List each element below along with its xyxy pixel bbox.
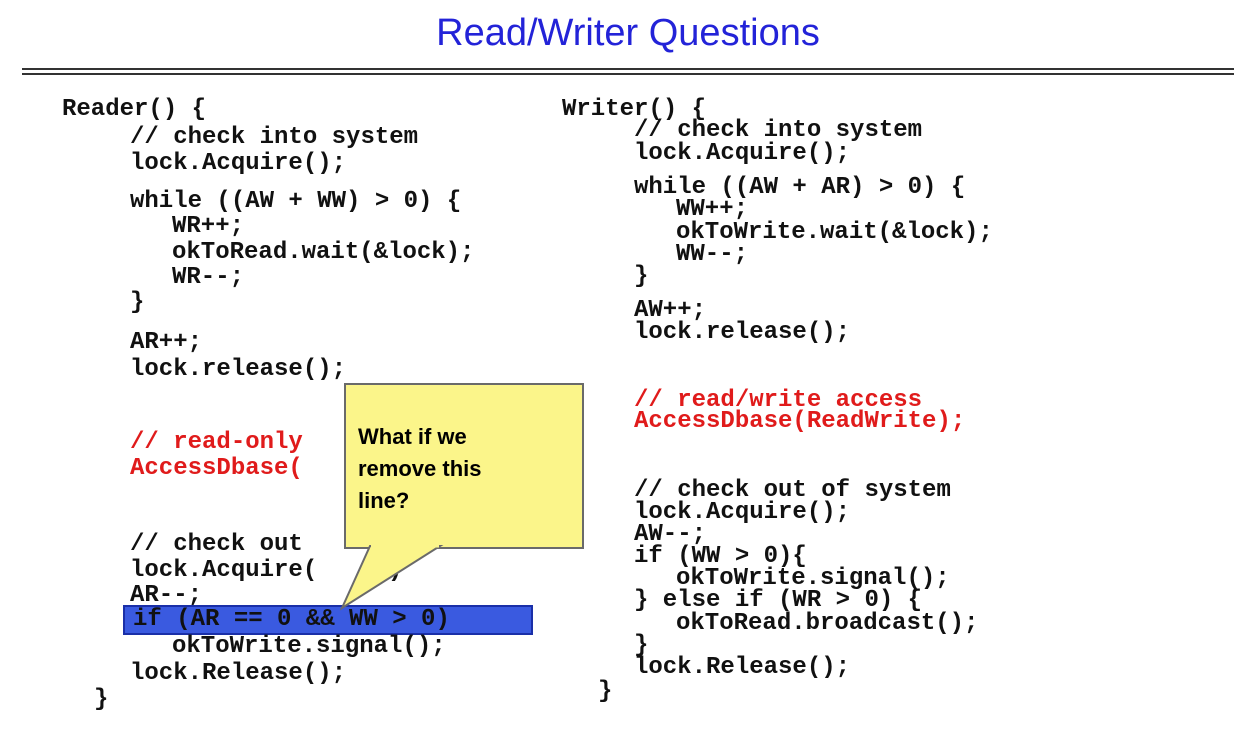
- reader-comment-read-only: // read-only: [130, 429, 303, 456]
- writer-comment-check-in: // check into system: [634, 117, 923, 144]
- reader-wait-line: okToRead.wait(&lock);: [172, 239, 475, 266]
- title-divider-top: [22, 68, 1234, 70]
- writer-release-1: lock.release();: [634, 319, 851, 346]
- reader-release-1: lock.release();: [130, 356, 347, 383]
- callout-line-1: What if we: [358, 424, 467, 449]
- writer-while-close: }: [634, 263, 649, 290]
- writer-acquire-2: lock.Acquire();: [634, 499, 851, 526]
- reader-comment-check-in: // check into system: [130, 124, 419, 151]
- writer-ww-dec: WW--;: [676, 241, 749, 268]
- reader-if-line: if (AR == 0 && WW > 0): [133, 606, 450, 633]
- writer-comment-rw: // read/write access: [634, 387, 923, 414]
- title-divider-bottom: [22, 73, 1234, 75]
- reader-while-line: while ((AW + WW) > 0) {: [130, 188, 462, 215]
- writer-signal-line: okToWrite.signal();: [676, 565, 950, 592]
- reader-comment-check-out: // check out: [130, 531, 303, 558]
- reader-ar-inc: AR++;: [130, 329, 203, 356]
- reader-signal-line: okToWrite.signal();: [172, 633, 446, 660]
- reader-wr-dec: WR--;: [172, 264, 245, 291]
- callout-line-2: remove this: [358, 456, 482, 481]
- reader-while-close: }: [130, 289, 145, 316]
- reader-wr-inc: WR++;: [172, 213, 245, 240]
- writer-aw-dec: AW--;: [634, 521, 707, 548]
- writer-aw-inc: AW++;: [634, 297, 707, 324]
- reader-acquire-2: lock.Acquire(: [130, 557, 318, 584]
- callout-line-3: line?: [358, 488, 410, 513]
- writer-access-dbase: AccessDbase(ReadWrite);: [634, 408, 966, 435]
- writer-while-line: while ((AW + AR) > 0) {: [634, 174, 966, 201]
- writer-ww-inc: WW++;: [676, 196, 749, 223]
- reader-if-highlight[interactable]: if (AR == 0 && WW > 0): [123, 605, 533, 635]
- writer-acquire-1: lock.Acquire();: [634, 140, 851, 167]
- writer-if-close: }: [634, 632, 649, 659]
- reader-release-2: lock.Release();: [130, 660, 347, 687]
- reader-ar-dec: AR--;: [130, 582, 203, 609]
- slide-title: Read/Writer Questions: [436, 12, 820, 54]
- writer-else-line: } else if (WR > 0) {: [634, 587, 923, 614]
- writer-header: Writer() {: [562, 96, 707, 123]
- reader-header: Reader() {: [62, 96, 207, 123]
- writer-if-line: if (WW > 0){: [634, 543, 807, 570]
- writer-close: }: [598, 678, 613, 705]
- reader-access-dbase: AccessDbase(: [130, 455, 303, 482]
- writer-release-2: lock.Release();: [634, 654, 851, 681]
- callout-box: What if we remove this line?: [344, 383, 584, 549]
- writer-comment-check-out: // check out of system: [634, 477, 951, 504]
- writer-wait-line: okToWrite.wait(&lock);: [676, 219, 993, 246]
- writer-broadcast-line: okToRead.broadcast();: [676, 610, 979, 637]
- reader-close: }: [94, 686, 109, 713]
- reader-acquire-1: lock.Acquire();: [130, 150, 347, 177]
